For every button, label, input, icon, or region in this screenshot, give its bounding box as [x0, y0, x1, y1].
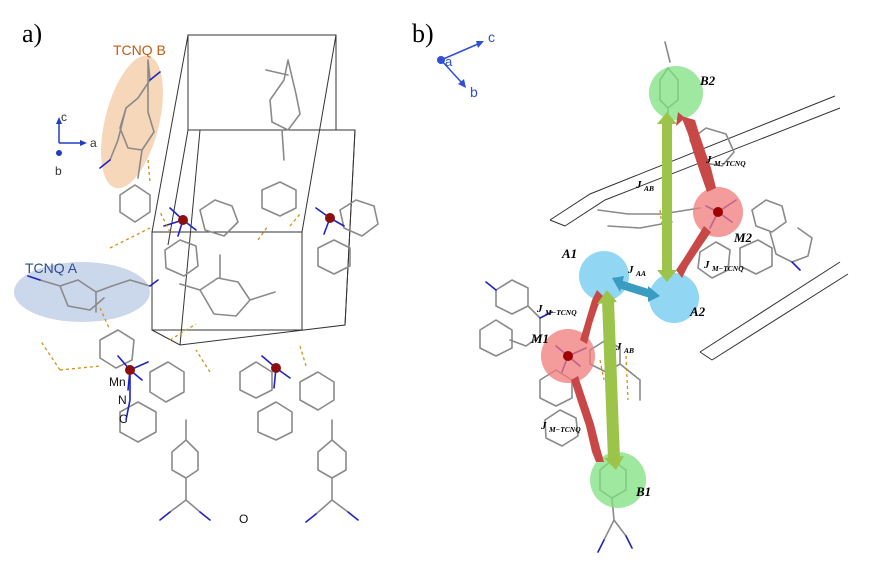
- arrow-a1-a2: [618, 280, 652, 298]
- unit-cell-b: [549, 95, 849, 361]
- svg-text:J: J: [536, 303, 543, 315]
- arrow-a1-b1-head-bottom: [604, 456, 624, 470]
- panel-a: a) TCNQ B TCNQ A c a b: [14, 19, 379, 526]
- svg-text:M−TCNQ: M−TCNQ: [548, 425, 581, 434]
- coupling-label-m1-b1: J M−TCNQ: [540, 420, 581, 434]
- panel-b-label: b): [412, 19, 434, 48]
- mn-atom-label: Mn: [109, 375, 126, 389]
- molecular-structure-b: [479, 41, 813, 553]
- svg-text:J: J: [615, 341, 622, 353]
- svg-text:AB: AB: [643, 184, 654, 193]
- coupling-label-b2-a2: J AB: [635, 179, 654, 193]
- arrow-a1-a2-head-left: [612, 276, 624, 292]
- arrow-a1-b1-head-top: [597, 290, 617, 304]
- a1-label: A1: [561, 246, 577, 261]
- svg-text:AB: AB: [623, 346, 634, 355]
- arrow-m1-b1: [571, 376, 604, 462]
- m1-label: M1: [530, 331, 549, 346]
- arrow-a2-b2-head-top: [657, 112, 677, 124]
- svg-text:J: J: [705, 154, 712, 166]
- mn-atom: [325, 213, 335, 223]
- coupling-label-m2-a2: J M−TCNQ: [703, 259, 744, 273]
- b2-node: [649, 66, 703, 120]
- hydrogen-bonds-a: [39, 159, 307, 373]
- b2-label: B2: [699, 73, 716, 88]
- arrow-m2-b2-head: [676, 112, 685, 126]
- mn-atom: [125, 365, 135, 375]
- tcnq-a-label: TCNQ A: [25, 260, 78, 276]
- svg-text:J: J: [627, 264, 634, 276]
- n-atom-label: N: [118, 393, 127, 407]
- arrow-m2-b2: [681, 116, 716, 192]
- a2-node: [649, 273, 699, 323]
- mn-atom: [178, 215, 188, 225]
- mn-atom: [271, 363, 281, 373]
- coupling-label-a1-b1: J AB: [615, 341, 634, 355]
- arrow-m2-a2: [676, 226, 711, 278]
- origin-label: O: [239, 512, 248, 526]
- arrow-a2-b2-head-bottom: [657, 270, 677, 282]
- molecular-structure-a: [27, 59, 379, 523]
- panel-b: b) a c b: [412, 19, 849, 553]
- svg-text:M−TCNQ: M−TCNQ: [711, 264, 744, 273]
- svg-text:AA: AA: [635, 269, 646, 278]
- a1-node: [579, 251, 629, 301]
- svg-text:J: J: [635, 179, 642, 191]
- arrow-a1-a2-head-right: [648, 286, 660, 302]
- axis-a-label-b: a: [445, 54, 453, 69]
- b1-node: [590, 452, 646, 508]
- axis-a-label: a: [90, 136, 97, 150]
- axis-c-label-b: c: [488, 29, 495, 45]
- svg-text:M−TCNQ: M−TCNQ: [713, 159, 746, 168]
- tcnq-b-label: TCNQ B: [113, 42, 166, 58]
- arrow-m1-a1: [580, 290, 603, 344]
- tcnq-b-highlight: [101, 55, 163, 189]
- a2-label: A2: [689, 304, 706, 319]
- b1-label: B1: [635, 484, 651, 499]
- coupling-label-m1-a1: J M−TCNQ: [536, 303, 577, 317]
- tcnq-a-highlight: [14, 262, 150, 322]
- axes-indicator-b: a c b: [437, 29, 495, 100]
- axis-b-label-b: b: [470, 84, 478, 100]
- arrow-a2-b2: [662, 122, 672, 272]
- coupling-arrows: [571, 112, 716, 470]
- arrow-a1-b1: [602, 300, 620, 460]
- axis-b-label: b: [55, 164, 62, 178]
- svg-text:J: J: [703, 259, 710, 271]
- svg-text:J: J: [540, 420, 547, 432]
- svg-text:M−TCNQ: M−TCNQ: [544, 308, 577, 317]
- c-atom-label: C: [119, 412, 128, 426]
- mn-atom: [563, 351, 573, 361]
- axes-indicator-a: c a b: [55, 110, 97, 178]
- coupling-label-a1-a2: J AA: [627, 264, 646, 278]
- panel-a-label: a): [22, 19, 42, 48]
- coupling-label-m2-b2: J M−TCNQ: [705, 154, 746, 168]
- mn-atom: [713, 207, 723, 217]
- m2-label: M2: [733, 230, 753, 245]
- axis-c-label: c: [61, 110, 67, 124]
